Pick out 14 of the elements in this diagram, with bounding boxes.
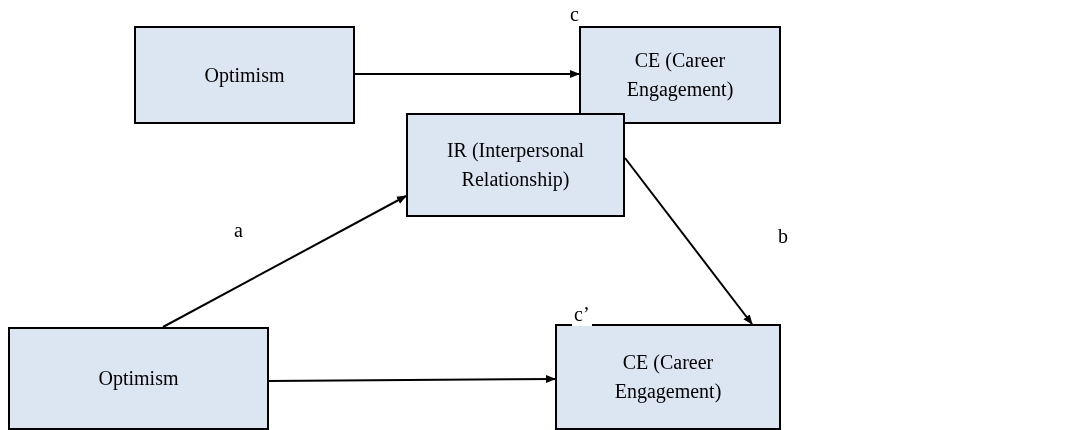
arrow	[162, 195, 407, 328]
box-label: Optimism	[98, 366, 179, 392]
arrow	[354, 70, 580, 78]
box-label: Optimism	[204, 62, 285, 89]
variable-box	[406, 113, 625, 217]
box-label: CE (Career Engagement)	[625, 48, 735, 103]
variable-box	[8, 327, 269, 430]
variable-box	[579, 26, 781, 124]
variable-box	[555, 324, 781, 430]
arrow	[624, 157, 753, 325]
box-label: CE (Career Engagement)	[613, 350, 723, 405]
box-label: IR (Interpersonal Relationship)	[445, 138, 586, 193]
arrow	[268, 375, 556, 384]
variable-box	[134, 26, 355, 124]
